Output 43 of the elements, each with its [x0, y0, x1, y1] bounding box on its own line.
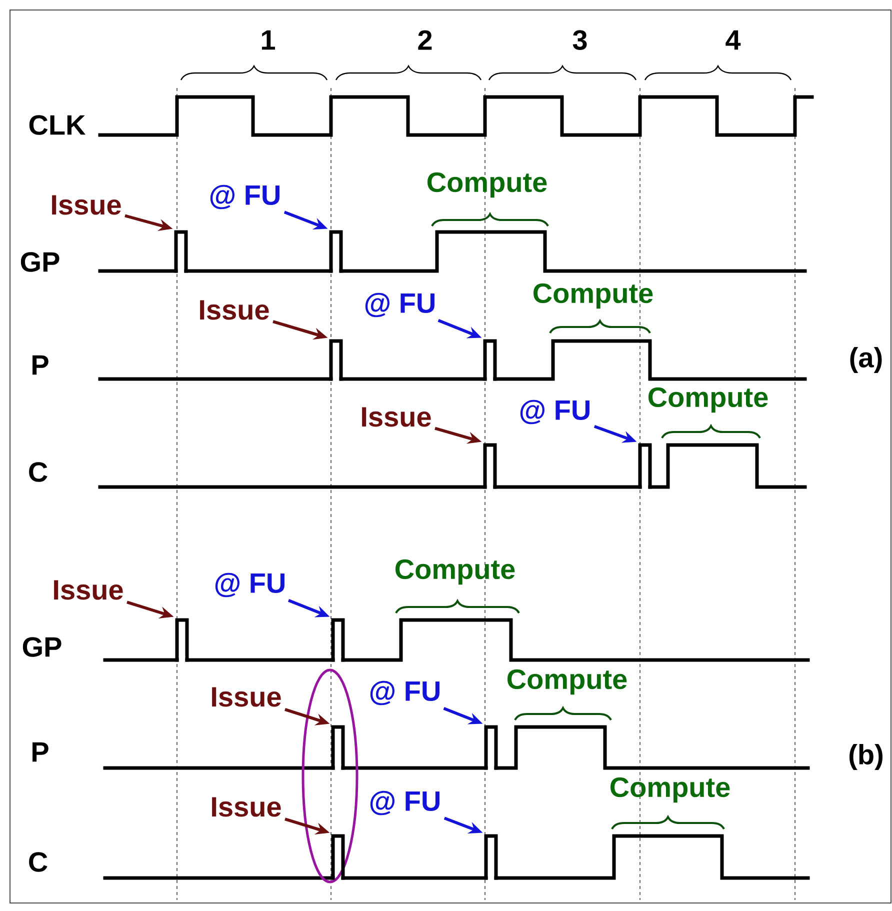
pulse — [329, 230, 343, 273]
pulse — [483, 443, 497, 489]
pulse — [331, 618, 345, 662]
arrow-label: @ FU — [370, 680, 440, 706]
arrow-label: Issue — [200, 300, 269, 320]
signal-label: C — [29, 852, 48, 872]
arrow-label: Issue — [54, 580, 123, 600]
signal-label: P — [32, 742, 48, 762]
signal-label: 4 — [726, 30, 741, 50]
arrow-label: Issue — [212, 797, 281, 817]
signal-label: P — [32, 355, 48, 375]
arrow-label: Issue — [52, 195, 121, 215]
pulse — [175, 618, 189, 662]
signal-label: Compute — [427, 172, 547, 198]
pulse — [329, 339, 343, 381]
arrow-label: @ FU — [370, 790, 440, 816]
arrow-label: @ FU — [365, 292, 434, 318]
signal-label: Compute — [395, 559, 515, 585]
pulse — [174, 230, 188, 273]
pulse — [484, 834, 498, 880]
signal-label: (a) — [850, 346, 882, 374]
signal-label: Compute — [648, 387, 768, 413]
pulse — [638, 443, 652, 489]
signal-label: 3 — [572, 30, 587, 50]
signal-label: Compute — [610, 777, 730, 803]
signal-label: 2 — [418, 30, 432, 50]
arrow-label: @ FU — [520, 400, 590, 424]
signal-label: Compute — [507, 669, 627, 695]
arrow-label: Issue — [212, 687, 281, 707]
signal-label: C — [29, 462, 48, 482]
signal-label: (b) — [850, 744, 882, 770]
arrow-label: @ FU — [210, 184, 280, 210]
signal-label: GP — [20, 252, 60, 272]
arrow-label: @ FU — [215, 572, 284, 598]
pulse — [331, 725, 345, 770]
pulse — [484, 725, 498, 770]
signal-label: CLK — [29, 115, 86, 135]
pulse — [483, 339, 497, 381]
signal-label: Compute — [533, 283, 653, 309]
signal-label: GP — [22, 637, 62, 657]
pulse — [331, 834, 345, 880]
signal-label: 1 — [262, 30, 275, 50]
arrow-label: Issue — [362, 407, 431, 427]
